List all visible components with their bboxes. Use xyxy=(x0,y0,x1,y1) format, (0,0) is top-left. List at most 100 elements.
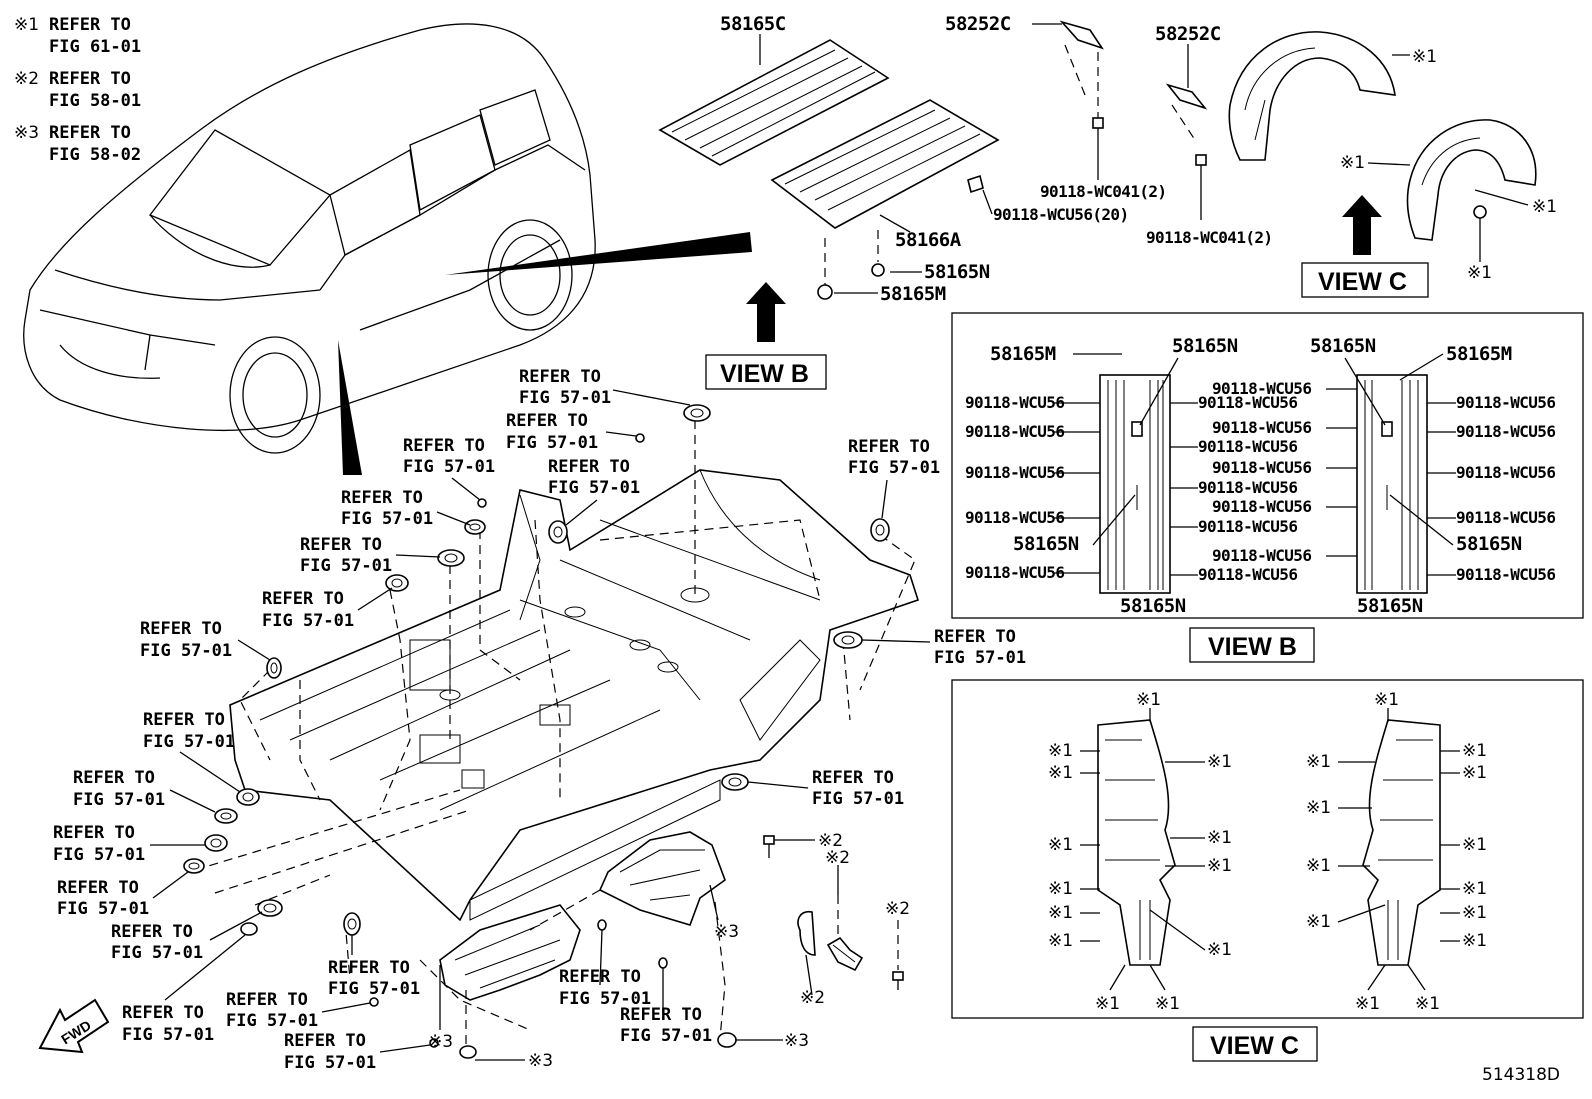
refer-20a: REFER TO xyxy=(226,990,308,1010)
label-58165m: 58165M xyxy=(880,283,946,305)
vc-mark-1-g: ※1 xyxy=(1048,931,1073,951)
label-58252c-2: 58252C xyxy=(1155,23,1221,45)
view-c-label-top: VIEW C xyxy=(1318,268,1407,296)
refer-04a: REFER TO xyxy=(548,457,630,477)
refer-22a: REFER TO xyxy=(284,1031,366,1051)
refer-21b: FIG 57-01 xyxy=(620,1026,712,1046)
vc-mark-1-h: ※1 xyxy=(1207,752,1232,772)
mark-3-c: ※3 xyxy=(428,1032,453,1052)
refer-06b: FIG 57-01 xyxy=(300,556,392,576)
mark-1-fender-a: ※1 xyxy=(1412,47,1437,67)
refer-03a: REFER TO xyxy=(403,436,485,456)
refer-09b: FIG 57-01 xyxy=(848,458,940,478)
vb-58165n-right-top: 58165N xyxy=(1310,335,1376,357)
refer-13a: REFER TO xyxy=(73,768,155,788)
vc-mark-1-e: ※1 xyxy=(1048,879,1073,899)
vb-wcu56-l4: 90118-WCU56 xyxy=(965,508,1064,527)
view-c-label-detail: VIEW C xyxy=(1210,1032,1299,1060)
vb-58165n-left-mid: 58165N xyxy=(1013,533,1079,555)
view-c-box-detail xyxy=(1192,1026,1318,1062)
legend-text-1a: REFER TO xyxy=(49,15,131,35)
vb-wcu56-rr1: 90118-WCU56 xyxy=(1456,393,1555,412)
vc-mark-1-k: ※1 xyxy=(1207,940,1232,960)
vb-wcu56-r5: 90118-WCU56 xyxy=(1198,565,1297,584)
refer-07a: REFER TO xyxy=(262,589,344,609)
mark-2-a: ※2 xyxy=(818,831,843,851)
refer-17a: REFER TO xyxy=(328,958,410,978)
refer-13b: FIG 57-01 xyxy=(73,790,165,810)
legend-text-3b: FIG 58-02 xyxy=(49,145,141,165)
mark-3-b: ※3 xyxy=(784,1031,809,1051)
legend: ※1 REFER TO FIG 61-01 ※2 REFER TO FIG 58… xyxy=(14,15,141,165)
vb-wcu56-r3: 90118-WCU56 xyxy=(1198,478,1297,497)
refer-01a: REFER TO xyxy=(519,367,601,387)
vc-mark-1-q: ※1 xyxy=(1462,835,1487,855)
vb-wcu56-rr2: 90118-WCU56 xyxy=(1456,422,1555,441)
fender-liners xyxy=(1228,31,1537,262)
refer-14b: FIG 57-01 xyxy=(53,845,145,865)
mark-1-fender-c: ※1 xyxy=(1532,197,1557,217)
refer-20b: FIG 57-01 xyxy=(226,1011,318,1031)
label-58252c-1: 58252C xyxy=(945,13,1011,35)
refer-18b: FIG 57-01 xyxy=(559,989,651,1009)
label-58166a: 58166A xyxy=(895,229,962,251)
refer-05a: REFER TO xyxy=(341,488,423,508)
vc-mark-1-i: ※1 xyxy=(1207,828,1232,848)
floor-grommets xyxy=(183,404,890,1048)
floor-dashed-lines xyxy=(194,420,916,981)
legend-text-1b: FIG 61-01 xyxy=(49,37,141,57)
brackets-58252c xyxy=(1059,20,1208,220)
refer-16a: REFER TO xyxy=(111,922,193,942)
refer-10b: FIG 57-01 xyxy=(934,648,1026,668)
vc-mark-1-a: ※1 xyxy=(1136,690,1161,710)
refer-11a: REFER TO xyxy=(143,710,225,730)
label-58165n: 58165N xyxy=(924,261,990,283)
mark-2-b: ※2 xyxy=(825,848,850,868)
label-90118-wcu56-20: 90118-WCU56(20) xyxy=(993,205,1129,224)
mark-2-c: ※2 xyxy=(885,899,910,919)
vc-mark-1-l: ※1 xyxy=(1095,994,1120,1014)
refer-12b: FIG 57-01 xyxy=(812,789,904,809)
refer-08b: FIG 57-01 xyxy=(140,641,232,661)
refer-18a: REFER TO xyxy=(559,967,641,987)
refer-05b: FIG 57-01 xyxy=(341,509,433,529)
vc-mark-1-u: ※1 xyxy=(1306,752,1331,772)
vc-mark-1-y: ※1 xyxy=(1355,994,1380,1014)
mark-3-a: ※3 xyxy=(714,922,739,942)
refer-21a: REFER TO xyxy=(620,1005,702,1025)
vb-wcu56-l1: 90118-WCU56 xyxy=(965,393,1064,412)
vb-wcu56-l3: 90118-WCU56 xyxy=(965,463,1064,482)
figure-code: 514318D xyxy=(1482,1065,1560,1085)
refer-01b: FIG 57-01 xyxy=(519,388,611,408)
mark-1-fender-b: ※1 xyxy=(1340,153,1365,173)
refer-12a: REFER TO xyxy=(812,768,894,788)
vb-wcu56-l2: 90118-WCU56 xyxy=(965,422,1064,441)
view-b-pointer xyxy=(445,232,752,275)
view-c-arrow xyxy=(1342,195,1382,255)
refer-03b: FIG 57-01 xyxy=(403,457,495,477)
vc-mark-1-d: ※1 xyxy=(1048,835,1073,855)
view-b-arrow xyxy=(746,282,786,342)
vc-mark-1-w: ※1 xyxy=(1306,856,1331,876)
refer-15b: FIG 57-01 xyxy=(57,899,149,919)
legend-mark-2: ※2 xyxy=(14,69,39,89)
label-90118-wc041-1: 90118-WC041(2) xyxy=(1040,182,1166,201)
vc-mark-1-b: ※1 xyxy=(1048,741,1073,761)
vb-58165n-left-bottom: 58165N xyxy=(1120,595,1186,617)
refer-02b: FIG 57-01 xyxy=(506,433,598,453)
mark-3-d: ※3 xyxy=(528,1051,553,1071)
mark-1-fender-d: ※1 xyxy=(1467,263,1492,283)
view-c-detail-frame xyxy=(951,679,1584,1019)
vc-mark-1-v: ※1 xyxy=(1306,798,1331,818)
vb-wcu56-rl2: 90118-WCU56 xyxy=(1212,418,1311,437)
vb-wcu56-r1: 90118-WCU56 xyxy=(1198,393,1297,412)
refer-11b: FIG 57-01 xyxy=(143,732,235,752)
vc-mark-1-o: ※1 xyxy=(1462,741,1487,761)
vehicle-illustration xyxy=(23,23,596,454)
refer-04b: FIG 57-01 xyxy=(548,478,640,498)
view-b-label-main: VIEW B xyxy=(720,360,809,388)
view-c-box-top xyxy=(1301,262,1429,298)
legend-text-2a: REFER TO xyxy=(49,69,131,89)
legend-text-3a: REFER TO xyxy=(49,123,131,143)
floor-covers-58165c-58166a xyxy=(658,39,1000,300)
